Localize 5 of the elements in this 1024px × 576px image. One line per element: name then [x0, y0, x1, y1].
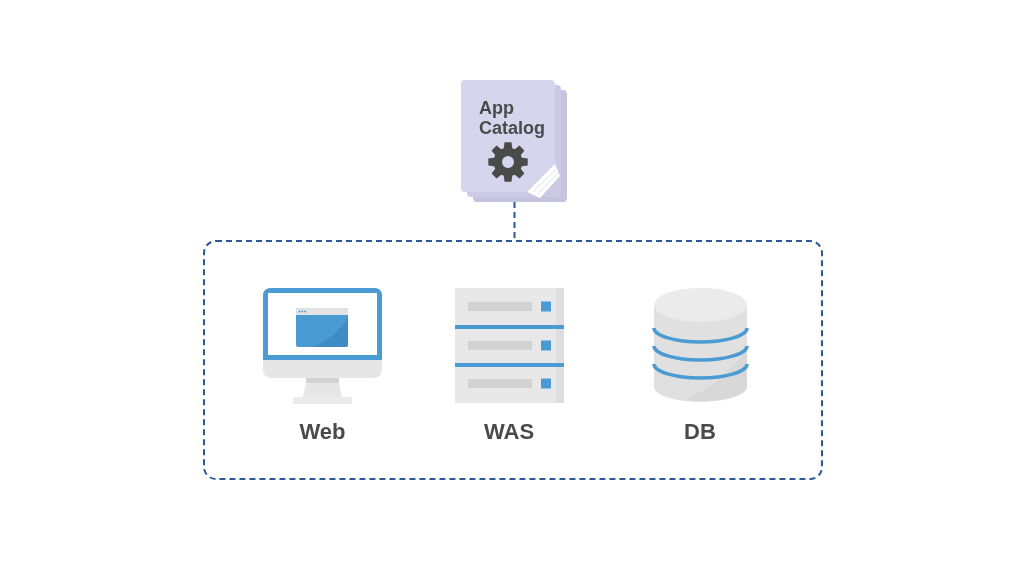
node-title: App Catalog [479, 98, 546, 138]
node-label: DB [683, 418, 717, 446]
node-label: WAS [482, 418, 536, 446]
node-label: Web [298, 418, 347, 446]
connector-line [513, 201, 516, 241]
